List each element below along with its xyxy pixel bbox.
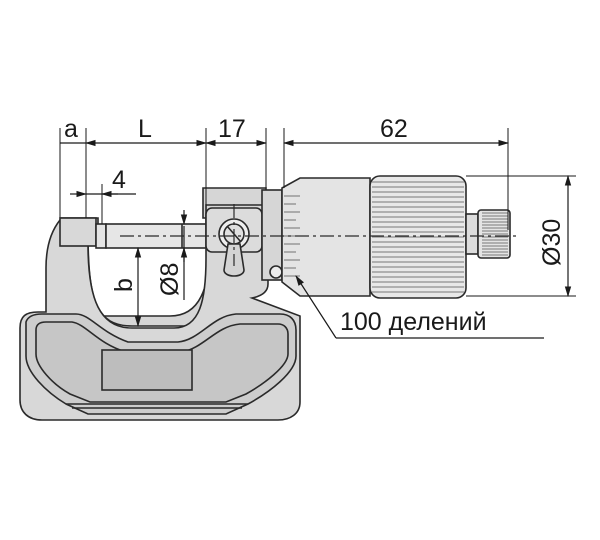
dim-d8: Ø8 — [156, 210, 188, 300]
dim-d30: Ø30 — [466, 174, 576, 298]
dim-L-label: L — [138, 115, 152, 143]
ratchet-knurling — [482, 212, 508, 256]
sleeve — [261, 189, 283, 281]
anvil — [59, 217, 107, 249]
thimble — [281, 175, 511, 299]
dim-a-label: a — [64, 115, 78, 143]
graduations-callout: 100 делений — [295, 275, 544, 339]
dim-17-label: 17 — [218, 115, 246, 143]
dim-b: b — [110, 246, 142, 328]
dim-62: 62 — [282, 115, 510, 147]
dim-4: 4 — [70, 166, 136, 224]
dim-62-label: 62 — [380, 115, 408, 143]
graduations-callout-label: 100 делений — [340, 308, 487, 336]
dim-17: 17 — [204, 115, 268, 147]
dim-a: a — [60, 115, 86, 144]
thimble-knurling — [372, 181, 464, 293]
thimble-graduations — [284, 195, 300, 277]
dim-d30-label: Ø30 — [538, 219, 566, 266]
dim-b-label: b — [110, 278, 138, 292]
dim-L: L — [84, 115, 208, 147]
dim-d8-label: Ø8 — [156, 263, 184, 296]
dim-4-label: 4 — [112, 166, 126, 194]
